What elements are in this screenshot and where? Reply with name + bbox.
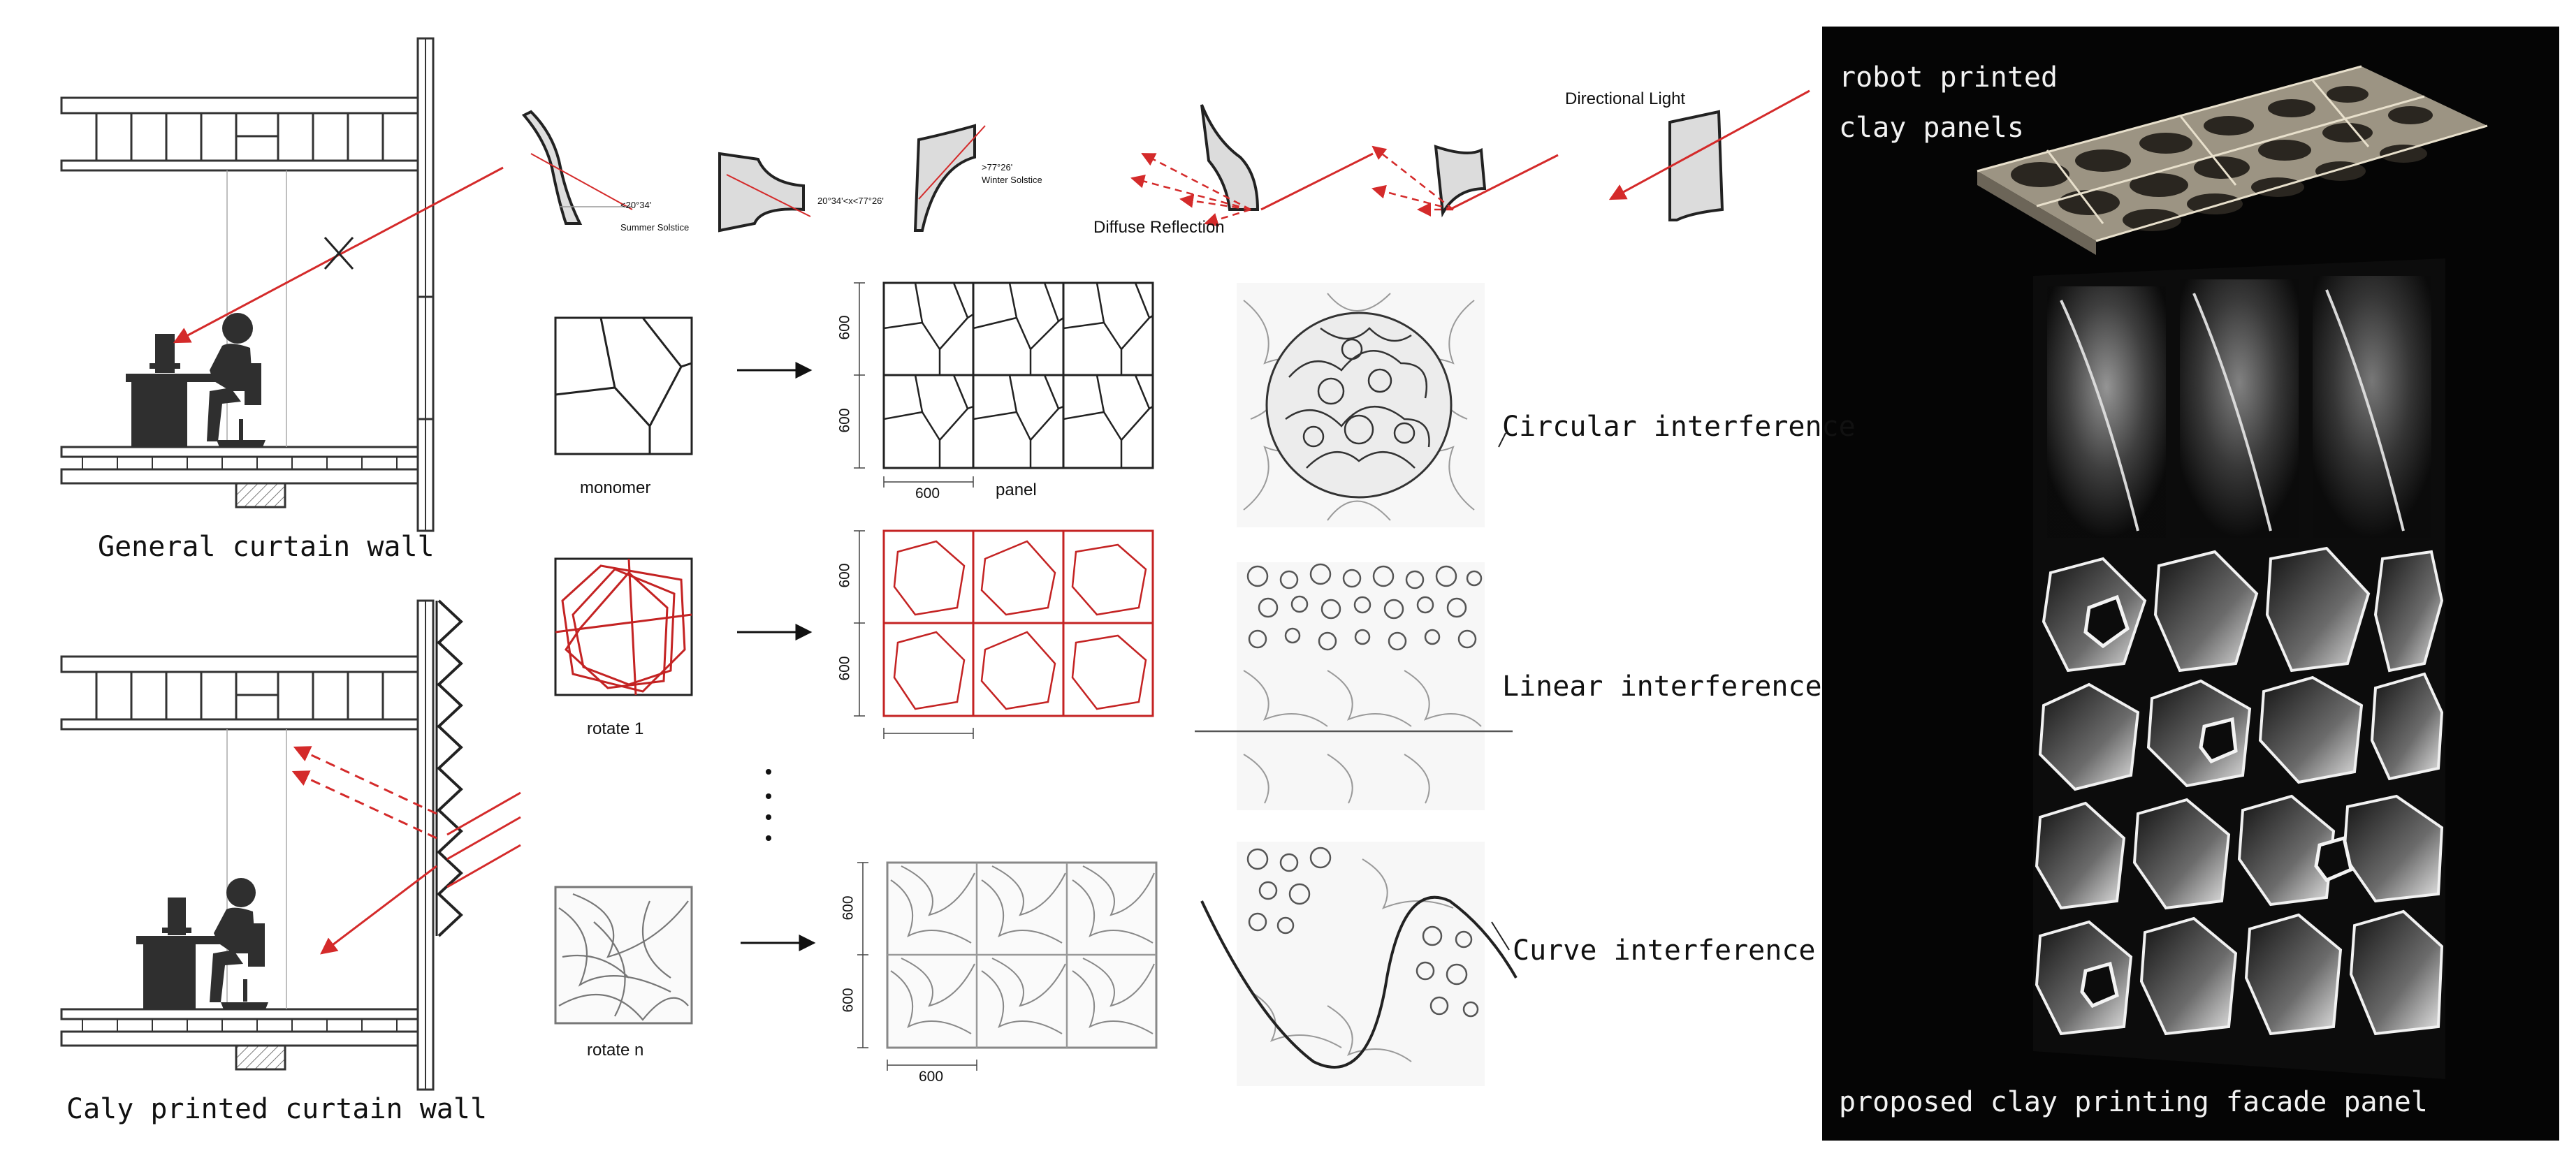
interference-curve <box>1200 895 1518 1069</box>
monomer-tile <box>554 316 693 455</box>
illuminated-facade-photo <box>2033 258 2445 1079</box>
photo-title-line1: robot printed <box>1839 61 2058 94</box>
dim-600-f: 600 <box>840 895 857 921</box>
dim-600-a: 600 <box>836 315 853 340</box>
blocked-cross-icon <box>323 237 354 270</box>
circular-interference-label: Circular interference <box>1502 411 1856 443</box>
mid-angle-label: 20°34'<x<77°26' <box>817 196 884 206</box>
incoming-rays <box>446 791 521 888</box>
reflected-rays <box>291 746 437 840</box>
dim-600-d: 600 <box>836 563 853 588</box>
office-worker-icon <box>126 313 265 447</box>
facade-photo <box>1822 27 2559 1141</box>
light-study-strip <box>521 89 1810 233</box>
panel-red <box>854 529 1154 739</box>
diffuse-reflection-label: Diffuse Reflection <box>1093 218 1225 237</box>
monomer-label: monomer <box>580 478 651 497</box>
rotaten-label: rotate n <box>587 1041 644 1060</box>
panel-plain <box>854 281 1154 488</box>
robot-printed-panels-photo <box>1977 65 2488 255</box>
dim-600-g: 600 <box>840 988 857 1013</box>
summer-solstice-label: Summer Solstice <box>620 222 690 233</box>
summer-angle-label: <20°34' <box>620 200 652 210</box>
curve-interference-label: Curve interference <box>1513 935 1816 967</box>
printed-curtain-wall-label: Caly printed curtain wall <box>66 1093 488 1125</box>
linear-interference-label: Linear interference <box>1502 671 1822 703</box>
dim-600-h: 600 <box>919 1069 944 1085</box>
dim-600-b: 600 <box>836 408 853 433</box>
circular-interference-pattern <box>1237 283 1485 527</box>
panel-curved <box>857 861 1158 1071</box>
ellipsis-dots <box>766 769 771 841</box>
rotaten-tile <box>554 886 693 1025</box>
linear-interference-pattern <box>1195 562 1513 810</box>
photo-title-line2: clay panels <box>1839 112 2024 144</box>
rotate1-label: rotate 1 <box>587 719 644 738</box>
rotate1-tile <box>554 557 693 696</box>
photo-caption: proposed clay printing facade panel <box>1839 1086 2428 1118</box>
winter-solstice-label: Winter Solstice <box>982 175 1042 185</box>
curve-interference-pattern <box>1200 842 1518 1086</box>
sun-ray <box>173 166 504 344</box>
general-wall-section <box>60 37 504 532</box>
dim-600-c: 600 <box>915 485 940 501</box>
panel-label: panel <box>996 481 1037 499</box>
clay-panel-profile <box>437 599 463 937</box>
winter-angle-label: >77°26' <box>982 162 1013 173</box>
step-arrows <box>737 362 816 951</box>
printed-wall-section <box>60 599 521 1091</box>
dim-600-e: 600 <box>836 656 853 681</box>
directional-light-label: Directional Light <box>1565 89 1686 108</box>
general-curtain-wall-label: General curtain wall <box>98 531 435 563</box>
office-worker-icon <box>136 878 268 1009</box>
